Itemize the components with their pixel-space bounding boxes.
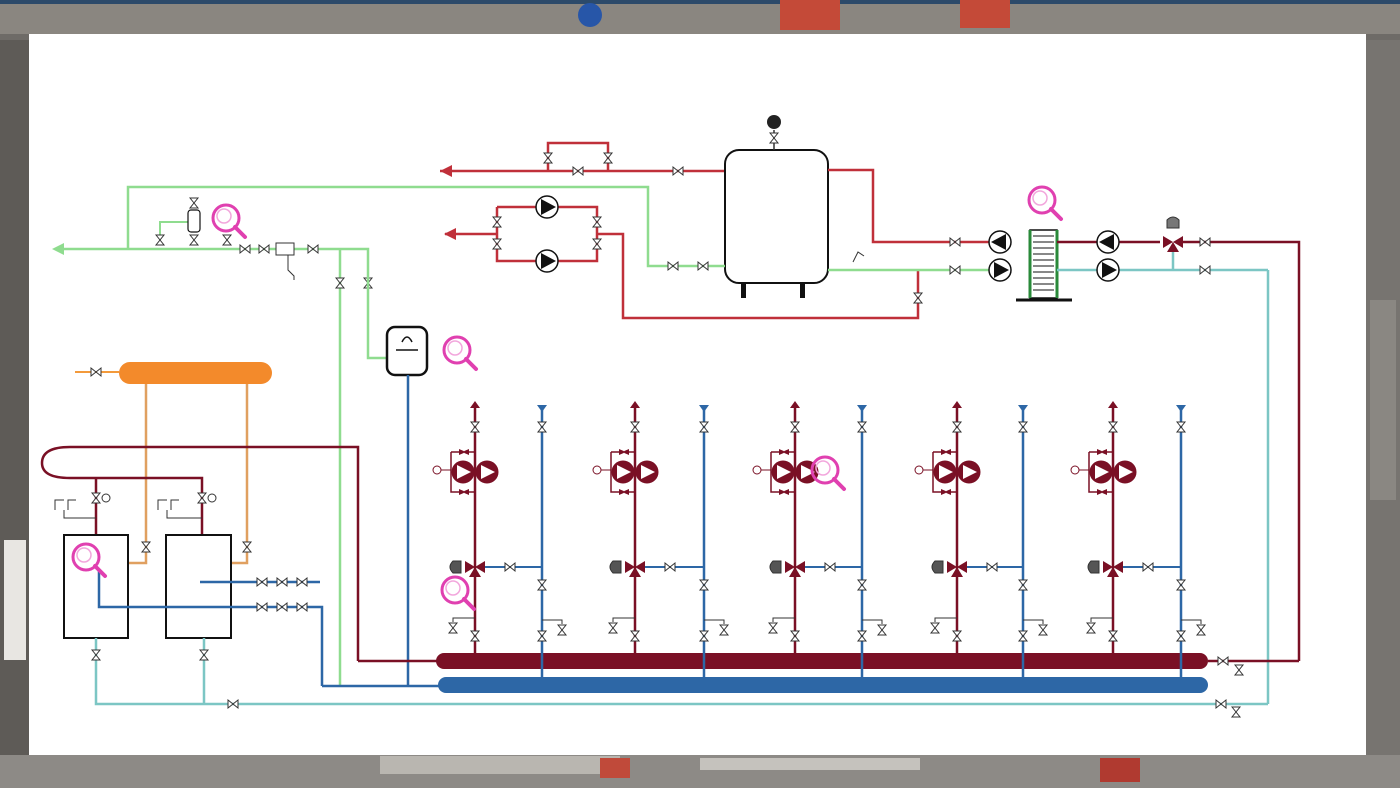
pump-icon	[771, 460, 795, 484]
heating-circuit	[432, 401, 567, 677]
heating-circuit	[1070, 401, 1206, 677]
boiler-section	[40, 362, 1268, 718]
distributor-headers	[322, 653, 1299, 693]
storage-section	[440, 115, 1301, 704]
magnifier-icon[interactable]	[1027, 185, 1063, 221]
storage-tank-icon	[724, 149, 829, 284]
pump-icon	[451, 460, 475, 484]
magnifier-icon[interactable]	[211, 203, 247, 239]
pump-icon	[475, 460, 499, 484]
overflow-header-icon	[119, 362, 272, 384]
plate-heat-exchanger-icon	[1029, 229, 1058, 299]
expansion-vessel-icon	[385, 325, 429, 377]
pump-icon	[1113, 460, 1137, 484]
pump-icon	[957, 460, 981, 484]
heating-circuit	[914, 401, 1048, 677]
cold-water-section	[52, 185, 725, 686]
return-header-icon	[438, 677, 1208, 693]
supply-header-icon	[436, 653, 1208, 669]
pump-icon	[635, 460, 659, 484]
magnifier-icon[interactable]	[440, 575, 476, 611]
heating-circuits	[432, 401, 1206, 677]
boiler-icon	[165, 534, 232, 639]
schematic-panel	[29, 34, 1366, 755]
pump-icon	[611, 460, 635, 484]
magnifier-icon[interactable]	[442, 335, 478, 371]
heating-circuit	[752, 401, 887, 677]
heating-circuit	[592, 401, 729, 677]
pump-icon	[933, 460, 957, 484]
pump-icon	[1089, 460, 1113, 484]
